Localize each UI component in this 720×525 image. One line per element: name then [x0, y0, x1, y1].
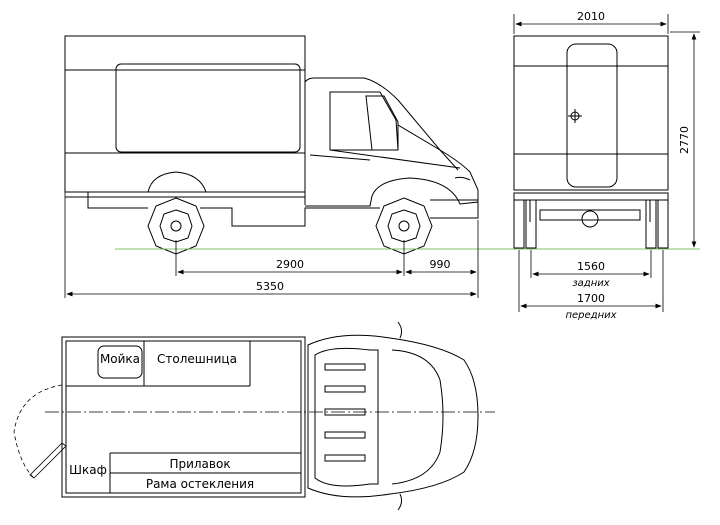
- side-view: [64, 35, 479, 227]
- rear-box: [513, 35, 669, 191]
- side-dimensions: [64, 192, 479, 298]
- top-view: [61, 321, 479, 511]
- cargo-box: [64, 35, 306, 193]
- wheelbase-label: 2900: [276, 258, 304, 271]
- body-width-label: 2010: [577, 10, 605, 23]
- front-track-label: 1700: [577, 292, 605, 305]
- counter-label: Прилавок: [169, 457, 230, 471]
- cabinet-label: Шкаф: [69, 463, 107, 477]
- cab-top: [307, 334, 479, 498]
- sink-label: Мойка: [100, 352, 140, 366]
- rear-view: [513, 35, 669, 249]
- sink: [97, 345, 143, 379]
- countertop-label: Столешница: [157, 352, 237, 366]
- floor-plan: [61, 336, 306, 498]
- front-track-caption: передних: [565, 310, 616, 321]
- rear-track-label: 1560: [577, 260, 605, 273]
- front-overhang-label: 990: [430, 258, 451, 271]
- door-swing: [13, 384, 67, 481]
- rear-dimensions: [513, 14, 700, 312]
- rear-track-caption: задних: [572, 278, 609, 289]
- cab: [304, 77, 479, 207]
- rear-door: [566, 43, 618, 188]
- hood-vents: [324, 363, 366, 462]
- overall-height-label: 2770: [678, 126, 691, 154]
- overall-length-label: 5350: [256, 280, 284, 293]
- side-window: [115, 63, 301, 153]
- glazing-frame-label: Рама остекления: [146, 477, 254, 491]
